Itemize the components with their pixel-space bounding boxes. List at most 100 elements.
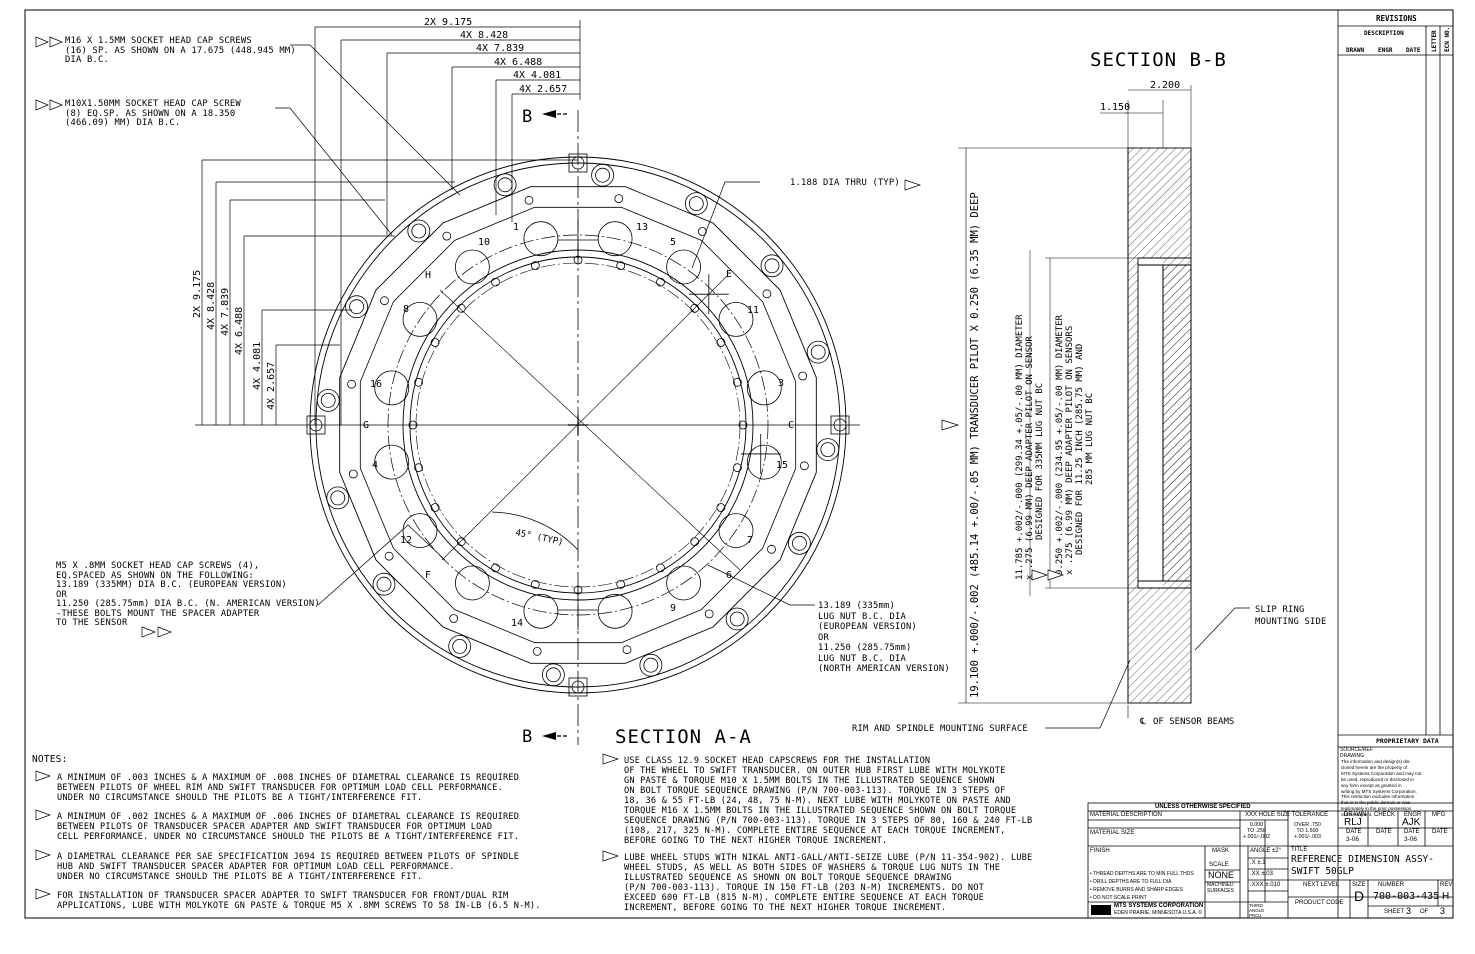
dim-h-9175: 2X 9.175	[424, 17, 472, 28]
small-hole	[716, 503, 726, 512]
dim-h-8428: 4X 8.428	[460, 30, 508, 41]
bolt-lobe	[622, 645, 663, 677]
tb-material-desc: MATERIAL DESCRIPTION	[1090, 812, 1163, 818]
small-hole	[530, 580, 540, 589]
bolt-lobe	[326, 469, 358, 510]
dim-h-7839: 4X 7.839	[476, 43, 524, 54]
bolt-lobe	[800, 438, 840, 471]
tb-of: OF	[1420, 909, 1429, 915]
dim-11785-line2: x .275 (6.99 MM) DEEP ADAPTER PILOT ON S…	[1025, 336, 1035, 580]
lug-hole	[746, 370, 782, 406]
tb-drawn: DRAWN	[1344, 812, 1367, 818]
tb-scale-value: NONE	[1208, 870, 1235, 880]
lug-hole	[666, 249, 701, 285]
lug-hole	[718, 513, 754, 548]
bolt-lobe	[345, 295, 389, 319]
callout-lug-nut: 13.189 (335mm) LUG NUT B.C. DIA (EUROPEA…	[818, 601, 950, 674]
hole-num-3: 3	[778, 378, 784, 389]
section-b-dimensions: 2.200 1.150 19.100 +.000/-.002 (485.14 +…	[969, 80, 1180, 698]
hole-num-10: 10	[478, 237, 490, 248]
callout-rim-spindle: RIM AND SPINDLE MOUNTING SURFACE	[852, 724, 1028, 734]
dim-h-4081: 4X 4.081	[513, 70, 561, 81]
note-10: A DIAMETRAL CLEARANCE PER SAE SPECIFICAT…	[57, 852, 520, 882]
tb-check: CHECK	[1374, 812, 1396, 818]
tb-scale: SCALE	[1209, 862, 1229, 868]
lug-hole	[454, 249, 490, 285]
revisions-block	[1337, 10, 1453, 918]
small-hole	[656, 277, 665, 287]
tb-tol1: 0.000 TO .250 +.001/-.002	[1243, 822, 1270, 840]
small-hole	[716, 338, 726, 347]
tb-product-code: PRODUCT CODE	[1295, 900, 1344, 906]
revisions-title: REVISIONS	[1376, 14, 1417, 23]
dim-v-8428: 4X 8.428	[206, 282, 217, 330]
tb-tol-xxx: .XXX ±.010	[1250, 882, 1281, 888]
rev-description: DESCRIPTION	[1364, 30, 1404, 37]
tb-title-line2: SWIFT 50GLP	[1291, 866, 1354, 877]
tb-angle: ANGLE ±2°	[1250, 848, 1282, 854]
callout-m5-screws: M5 X .8MM SOCKET HEAD CAP SCREWS (4), EQ…	[56, 561, 320, 628]
note-11: FOR INSTALLATION OF TRANSDUCER SPACER AD…	[57, 891, 541, 911]
hole-letter-g: G	[363, 420, 369, 431]
proprietary-title: PROPRIETARY DATA	[1376, 737, 1439, 745]
flange-front-view	[300, 110, 860, 745]
horizontal-dimensions	[314, 20, 581, 425]
lug-hole	[666, 565, 701, 601]
outer-hexadecagon	[339, 186, 817, 664]
bolt-lobe	[684, 192, 708, 236]
note-13: LUBE WHEEL STUDS WITH NIKAL ANTI-GALL/AN…	[624, 853, 1033, 913]
small-hole	[530, 261, 540, 271]
hole-num-13: 13	[636, 222, 648, 233]
bolt-lobe	[407, 219, 452, 243]
dim-9250-line2: x .275 (6.99 MM) DEEP ADAPTER PILOT ON S…	[1065, 326, 1075, 575]
small-hole	[491, 277, 500, 287]
sensor-beams-label: OF SENSOR BEAMS	[1153, 717, 1234, 727]
small-hole	[733, 377, 742, 387]
rev-date: DATE	[1406, 47, 1421, 54]
tb-date-c: DATE	[1404, 829, 1420, 835]
tb-sheet: SHEET	[1384, 909, 1405, 915]
dim-11785-line3: DESIGNED FOR 335MM LUG NUT BC	[1035, 383, 1045, 540]
small-hole	[456, 537, 466, 547]
tb-title-label: TITLE	[1291, 847, 1308, 853]
dim-h-2657: 4X 2.657	[519, 84, 567, 95]
lug-hole	[746, 444, 782, 480]
bolt-lobe	[591, 163, 624, 204]
bolt-lobe	[493, 173, 534, 205]
bolt-lobe	[316, 379, 357, 412]
section-b-profile	[958, 85, 1192, 718]
tb-drawn-value: RLJ	[1344, 817, 1362, 828]
tb-mask: MASK	[1212, 848, 1230, 854]
hole-num-5: 5	[670, 237, 676, 248]
tb-rev-value: H	[1442, 891, 1450, 902]
angle-label: 45° (TYP)	[514, 528, 564, 548]
lug-hole	[718, 301, 754, 337]
axis-slot	[568, 677, 588, 697]
tb-third-angle: THIRD ANGLE PROJ.	[1249, 903, 1265, 918]
section-a-title: SECTION A-A	[615, 726, 752, 748]
section-b-title: SECTION B-B	[1090, 49, 1227, 71]
tb-tol-x: .X ±.1	[1250, 860, 1266, 866]
tb-unless: UNLESS OTHERWISE SPECIFIED	[1155, 804, 1251, 810]
tb-number: NUMBER	[1378, 882, 1405, 888]
tb-date-d: DATE	[1432, 829, 1448, 835]
tb-company-addr: EDEN PRAIRIE, MINNESOTA U.S.A. ©	[1114, 910, 1203, 916]
hole-letter-f: F	[425, 570, 431, 581]
hole-number-labels: 10 1 13 5 E H 8 11 16 3 G C 4 15 12 7 F …	[363, 222, 794, 629]
note-flags	[35, 36, 1065, 900]
dim-transducer-pilot: 19.100 +.000/-.002 (485.14 +.00/-.05 MM)…	[969, 192, 981, 698]
callout-m16-screws: M16 X 1.5MM SOCKET HEAD CAP SCREWS (16) …	[65, 36, 296, 65]
tb-tol2: OVER .750 TO 1.500 +.001/-.003	[1294, 822, 1321, 840]
small-hole	[456, 303, 466, 313]
dim-9250-line4: 285 MM LUG NUT BC	[1085, 393, 1095, 485]
lug-hole	[523, 593, 559, 629]
rev-letter: LETTER	[1431, 30, 1438, 52]
tb-title-line1: REFERENCE DIMENSION ASSY-	[1291, 854, 1434, 865]
small-hole	[616, 261, 626, 271]
tb-size-value: D	[1354, 888, 1365, 904]
rev-ecn: ECN NO.	[1444, 27, 1451, 52]
leader-lines	[275, 44, 1250, 729]
tb-finish: FINISH	[1090, 848, 1110, 854]
revisions-labels: REVISIONS DESCRIPTION DRAWN ENGR DATE LE…	[1346, 14, 1451, 745]
small-hole	[616, 580, 626, 589]
